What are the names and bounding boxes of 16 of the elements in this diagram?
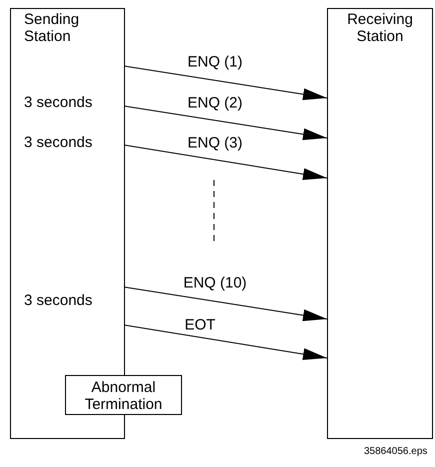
edge-label: ENQ (2): [186, 94, 244, 112]
termination-label: Abnormal Termination: [84, 379, 164, 413]
arrow: [124, 144, 328, 180]
arrow: [124, 106, 328, 140]
interval-label: 3 seconds: [24, 134, 92, 151]
edge-label: ENQ (3): [186, 134, 244, 152]
termination-box: [65, 375, 182, 415]
arrow: [124, 286, 328, 322]
arrow: [124, 324, 328, 360]
station-box: [327, 8, 433, 439]
station-label: Sending Station: [24, 11, 80, 45]
station-label: Receiving Station: [346, 11, 414, 45]
interval-label: 3 seconds: [24, 292, 92, 309]
file-name: 35864056.eps: [364, 445, 428, 459]
edge-label: ENQ (1): [186, 54, 244, 70]
interval-label: 3 seconds: [24, 94, 92, 111]
